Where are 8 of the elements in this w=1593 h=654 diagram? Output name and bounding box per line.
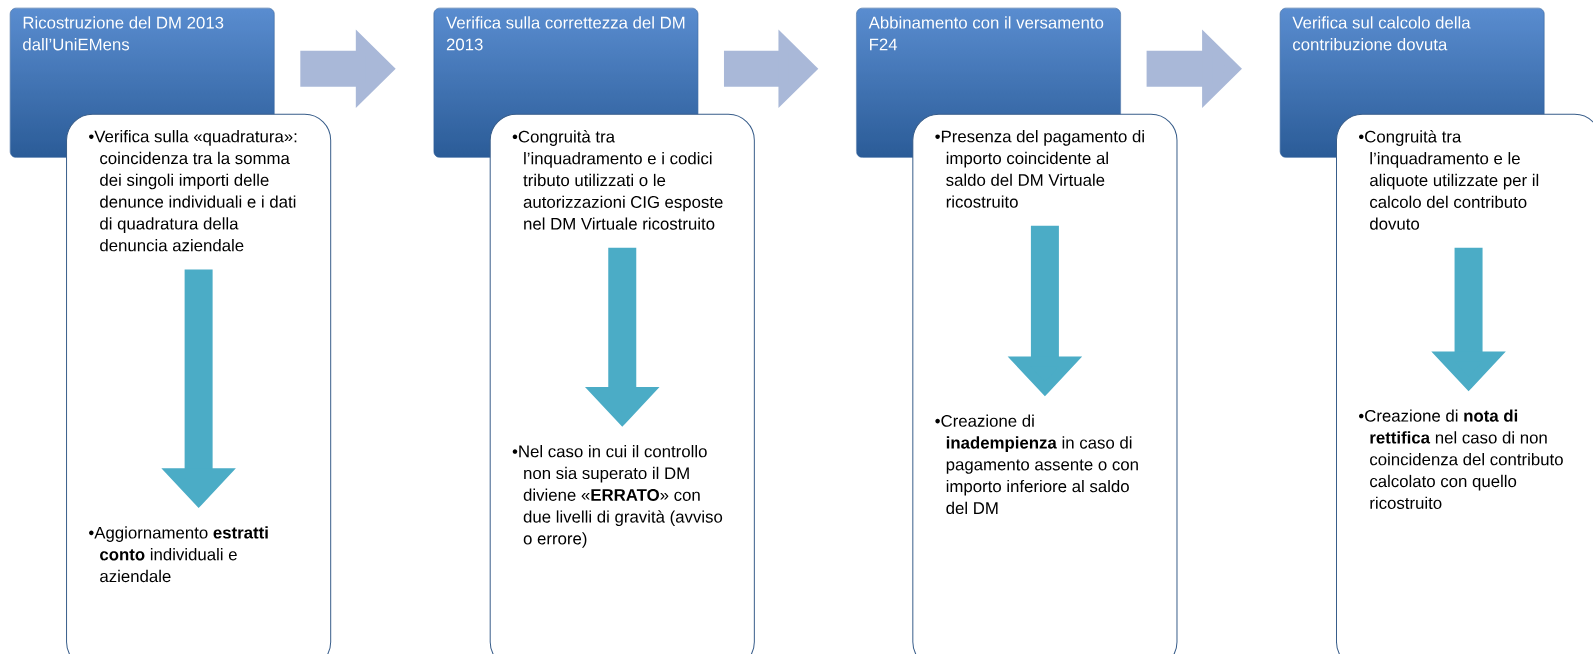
bullet-text: •Nel caso in cui il controllo non sia superato il DM diviene «ERRATO» con due livelli di gravità (avviso o errore) bbox=[512, 445, 723, 548]
card-box bbox=[489, 113, 755, 654]
card-box bbox=[66, 113, 332, 654]
bullet-text: •Creazione di inadempienza in caso di pagamento assente o con importo inferiore al saldo del DM bbox=[935, 414, 1138, 515]
card-box bbox=[912, 113, 1178, 654]
bullet-text: •Aggiornamento estratti conto individuali e aziendale bbox=[89, 526, 268, 583]
bullet-text: •Creazione di nota di rettifica nel caso di non coincidenza del contributo calcolato con quello ricostruito bbox=[1359, 409, 1563, 509]
card-box bbox=[1336, 113, 1593, 654]
